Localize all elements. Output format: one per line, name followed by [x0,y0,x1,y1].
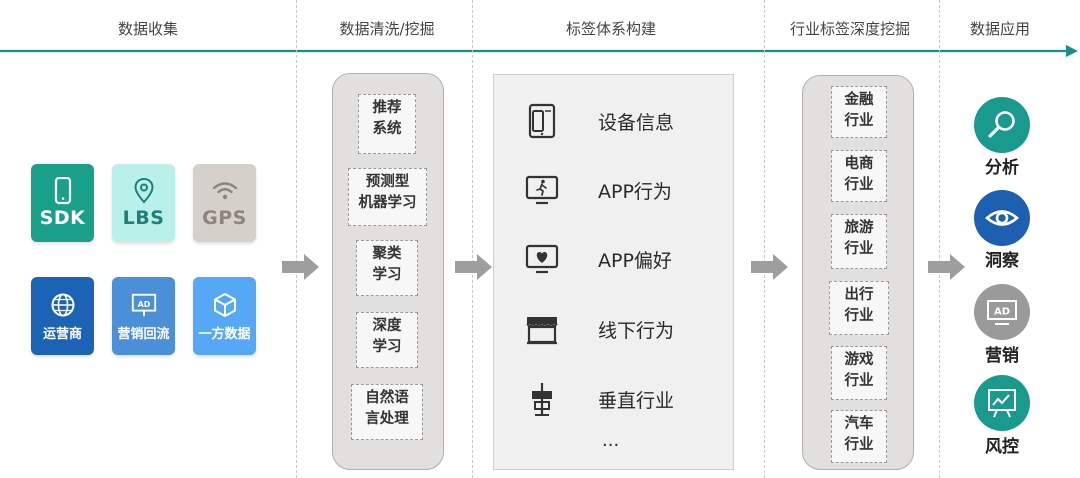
method-line: 言处理 [365,411,409,427]
industry-line: 游戏 [844,352,874,368]
source-label: 营销回流 [117,326,170,342]
method-line: 学习 [372,267,402,283]
app-behavior-icon [525,175,559,205]
app-label: 洞察 [985,251,1019,271]
industry-line: 行业 [844,113,874,129]
svg-text:AD: AD [137,299,150,308]
method-line: 学习 [372,339,402,355]
industry-line: 行业 [844,373,874,389]
flow-arrow-icon [751,254,788,280]
industry-line: 金融 [844,92,874,108]
cube-icon [211,291,239,319]
storefront-icon [526,317,558,345]
stage-label-collection: 数据收集 [117,20,179,38]
method-line: 深度 [372,318,402,334]
source-label: 一方数据 [198,326,251,342]
devices-icon [528,103,556,139]
app-marketing: AD [974,284,1030,340]
tag-item-label: APP行为 [598,181,672,203]
tag-item-label: 设备信息 [598,112,675,134]
stage-label-application: 数据应用 [969,20,1031,38]
tag-item-app-preference: APP偏好 [520,237,740,281]
source-tile-first-party: 一方数据 [193,277,256,355]
stage-label-tag-system: 标签体系构建 [565,20,657,38]
eye-icon [985,210,1019,226]
industry-line: 行业 [844,437,874,453]
tag-item-offline-behavior: 线下行为 [520,307,740,351]
industry-line: 旅游 [844,220,874,236]
app-analysis [974,97,1030,153]
industry-box-mobility: 出行 行业 [829,281,889,335]
app-label: 营销 [985,346,1019,366]
vertical-structure-icon [532,383,552,416]
source-tile-marketing-return: AD 营销回流 [112,277,175,355]
industry-panel [802,75,914,470]
method-line: 推荐 [372,100,402,116]
method-box-recommend: 推荐 系统 [358,94,416,154]
chart-board-icon [988,389,1016,418]
app-insight [974,190,1030,246]
industry-line: 行业 [844,177,874,193]
method-box-clustering: 聚类 学习 [356,240,418,296]
stage-divider [764,0,765,478]
app-label: 分析 [985,158,1019,178]
source-tile-sdk: SDK [31,164,94,242]
tag-more-ellipsis: ... [602,430,620,451]
industry-box-gaming: 游戏 行业 [831,346,887,400]
flow-arrow-icon [455,254,492,280]
app-risk-control [974,375,1030,431]
source-label: 运营商 [42,326,82,342]
phone-icon [49,177,77,205]
industry-line: 行业 [844,308,874,324]
source-tile-carrier: 运营商 [31,277,94,355]
ad-screen-icon: AD [987,300,1017,325]
flow-arrow-icon [282,254,319,280]
industry-box-finance: 金融 行业 [831,86,887,138]
industry-line: 出行 [844,287,874,303]
method-line: 机器学习 [358,195,417,211]
tag-item-label: 垂直行业 [598,390,675,412]
app-label: 风控 [985,437,1019,457]
flow-arrow-icon [928,254,965,280]
stage-label-cleaning: 数据清洗/挖掘 [339,20,435,38]
stage-label-industry-mining: 行业标签深度挖掘 [789,20,911,38]
method-line: 预测型 [365,174,410,190]
tag-item-vertical-industry: 垂直行业 [520,377,740,421]
svg-text:AD: AD [994,307,1010,318]
industry-line: 电商 [844,156,874,172]
industry-line: 行业 [844,241,874,257]
tag-system-panel [493,74,734,470]
method-line: 自然语 [365,390,409,406]
method-line: 聚类 [372,246,402,262]
source-label: GPS [202,207,247,229]
timeline-arrow [0,45,1078,57]
method-line: 系统 [372,121,402,137]
source-label: LBS [122,207,165,229]
tag-item-app-behavior: APP行为 [520,168,740,212]
stage-divider [296,0,297,478]
industry-box-travel: 旅游 行业 [831,214,887,269]
method-box-deep-learning: 深度 学习 [356,312,418,368]
source-tile-lbs: LBS [112,164,175,242]
location-pin-icon [130,177,158,205]
globe-icon [49,291,77,319]
wifi-signal-icon [211,177,239,205]
method-box-nlp: 自然语 言处理 [351,384,423,440]
industry-box-automotive: 汽车 行业 [831,410,887,463]
tag-item-label: APP偏好 [598,250,672,272]
tag-item-label: 线下行为 [598,320,675,342]
stage-divider [939,0,940,478]
industry-box-ecommerce: 电商 行业 [831,150,887,202]
app-heart-icon [525,244,559,274]
magnifier-icon [988,111,1015,138]
ad-board-icon: AD [130,291,158,319]
stage-divider [472,0,473,478]
source-label: SDK [39,207,86,229]
method-box-predictive-ml: 预测型 机器学习 [348,168,427,226]
industry-line: 汽车 [844,416,874,432]
source-tile-gps: GPS [193,164,256,242]
tag-item-device-info: 设备信息 [520,99,740,143]
